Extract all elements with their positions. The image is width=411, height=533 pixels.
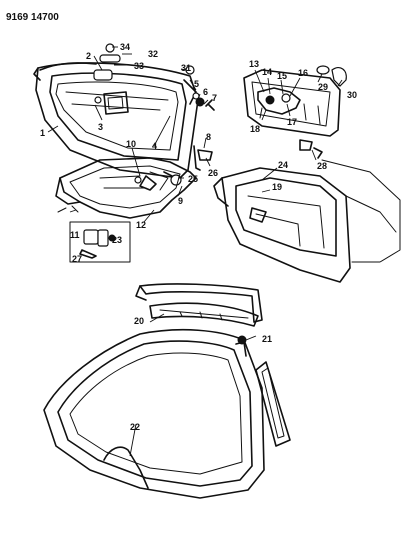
- callout-20: 20: [134, 316, 144, 326]
- leader-lines: [47, 46, 343, 457]
- callout-10: 10: [126, 139, 136, 149]
- callout-13: 13: [249, 59, 259, 69]
- callout-3: 3: [98, 122, 103, 132]
- quarter-glass-seal: [255, 361, 291, 447]
- callout-28: 28: [317, 161, 327, 171]
- callout-24: 24: [278, 160, 288, 170]
- callout-23: 23: [112, 235, 122, 245]
- callout-32: 32: [148, 49, 158, 59]
- callout-29: 29: [318, 82, 328, 92]
- callout-17: 17: [287, 117, 297, 127]
- callout-27: 27: [72, 254, 82, 264]
- callout-5: 5: [194, 79, 199, 89]
- callout-2: 2: [86, 51, 91, 61]
- callout-labels: 1 2 3 4 5 6 7 8 9 10 11 12 13 14 15 16 1…: [40, 42, 357, 432]
- opening-weatherstrip: [43, 328, 265, 499]
- callout-15: 15: [277, 71, 287, 81]
- callout-16: 16: [298, 68, 308, 78]
- callout-4: 4: [152, 141, 157, 151]
- callout-34: 34: [120, 42, 130, 52]
- rear-body-upper: [243, 69, 341, 159]
- seal-clips: [316, 65, 347, 87]
- callout-26: 26: [208, 168, 218, 178]
- callout-21: 21: [262, 334, 272, 344]
- weatherstrip-channel: [135, 283, 263, 327]
- rear-body-lower: [213, 159, 401, 283]
- callout-33: 33: [134, 61, 144, 71]
- callout-7: 7: [212, 93, 217, 103]
- callout-30: 30: [347, 90, 357, 100]
- deck-lid-assembly: [33, 62, 199, 179]
- callout-1: 1: [40, 128, 45, 138]
- callout-31: 31: [181, 63, 191, 73]
- callout-6: 6: [203, 87, 208, 97]
- callout-12: 12: [136, 220, 146, 230]
- callout-19: 19: [272, 182, 282, 192]
- callout-18: 18: [250, 124, 260, 134]
- callout-22: 22: [130, 422, 140, 432]
- callout-14: 14: [262, 67, 272, 77]
- callout-11: 11: [70, 230, 80, 240]
- latch-detail-inset: [57, 205, 131, 263]
- callout-8: 8: [206, 132, 211, 142]
- trunk-opening-panel: [55, 157, 197, 219]
- callout-25: 25: [188, 174, 198, 184]
- diagram-code: 9169 14700: [6, 12, 59, 23]
- callout-9: 9: [178, 196, 183, 206]
